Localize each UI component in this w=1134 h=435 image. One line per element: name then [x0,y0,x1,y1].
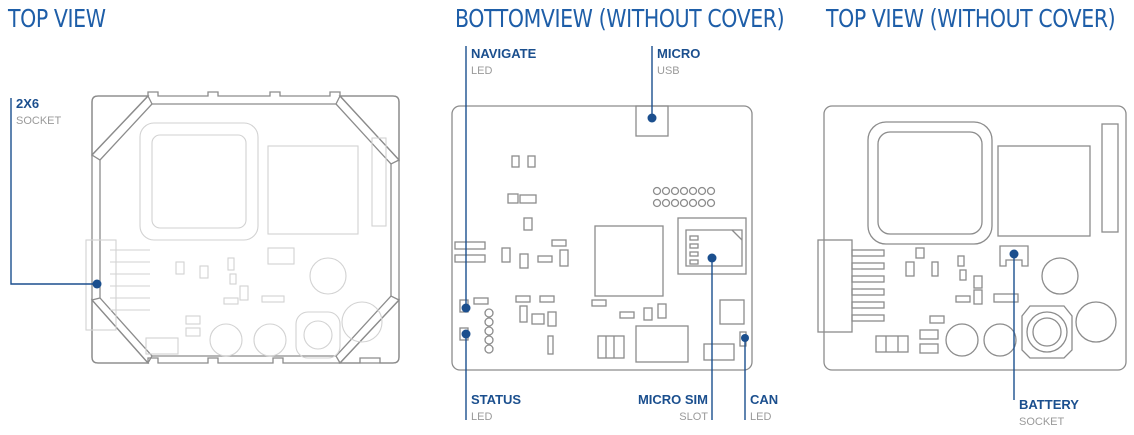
bevel-tr-inner [335,94,401,165]
top-view-ghost-components [85,122,387,359]
top-no-cover-device [817,105,1127,371]
callout-2x6-socket: 2X6 SOCKET [16,96,61,130]
callout-dots [92,113,1019,342]
callout-subtitle: LED [750,411,772,423]
bottom-view-device [451,105,753,371]
battery-socket [999,245,1029,267]
top-view-device [90,91,401,365]
bottom-board-outline [451,105,753,371]
dot-micro-usb [647,113,657,123]
main-chip [594,225,664,297]
top-view-title: TOP VIEW [8,4,106,33]
bevel-br [338,298,400,364]
callout-subtitle: LED [471,65,493,77]
callout-subtitle: SOCKET [1019,416,1065,428]
dot-micro-sim [707,253,717,263]
callout-title: MICRO [657,46,701,61]
callout-navigate-led: NAVIGATE LED [471,46,536,80]
callout-battery-socket: BATTERY SOCKET [1019,397,1079,431]
leader-2x6-socket [10,98,97,285]
dot-navigate-led [461,303,471,313]
callout-micro-sim: MICRO SIM SLOT [620,392,708,426]
callout-status-led: STATUS LED [471,392,521,426]
bevel-tr [338,95,400,162]
top-board-outline [823,105,1127,371]
dot-status-led [461,329,471,339]
dot-battery-socket [1009,249,1019,259]
callout-title: NAVIGATE [471,46,537,61]
bevel-tl [91,95,150,157]
callout-title: BATTERY [1019,397,1079,412]
callout-leaders [10,46,1015,420]
callout-can-led: CAN LED [750,392,778,426]
dot-can-led [741,334,749,342]
callout-title: CAN [750,392,779,407]
top-view-no-cover-title: TOP VIEW (WITHOUT COVER) [826,4,1116,33]
callout-title: MICRO SIM [637,392,708,407]
callout-title: STATUS [471,392,522,407]
callout-subtitle: SOCKET [16,115,62,127]
bevel-br-inner [335,295,401,365]
callout-subtitle: LED [471,411,493,423]
bottom-view-title: BOTTOMVIEW (WITHOUT COVER) [455,4,785,33]
bevel-bl [91,298,150,364]
callout-subtitle: USB [657,65,680,77]
dot-2x6-socket [92,279,102,289]
callout-subtitle: SLOT [679,411,708,423]
callout-title: 2X6 [16,96,40,111]
top-cover-outline [91,91,400,364]
callout-micro-usb: MICRO USB [657,46,700,80]
